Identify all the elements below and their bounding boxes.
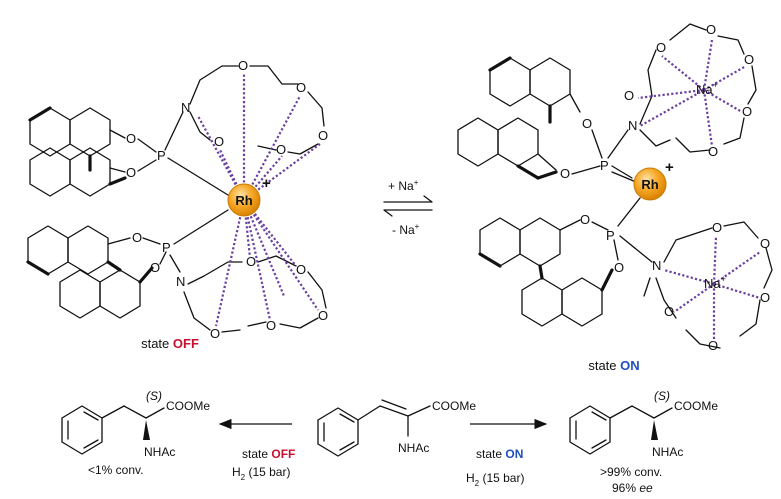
atom-o-1: O	[126, 131, 136, 146]
atom-o-5: O	[318, 128, 328, 143]
ester-right: COOMe	[674, 399, 718, 413]
atom-o-21: O	[708, 144, 718, 159]
enantiomeric-excess: 96% ee	[612, 481, 653, 495]
atom-o-8: O	[132, 230, 142, 245]
label-state-off: state OFF	[141, 336, 199, 351]
atom-o-13: O	[266, 318, 276, 333]
atom-o-28: O	[708, 338, 718, 353]
atom-o-3: O	[238, 58, 248, 73]
arrow-right-state: state ON	[476, 447, 523, 461]
product-right: (S) COOMe NHAc >99% conv. 96% ee	[569, 389, 718, 495]
atom-o-23: O	[580, 212, 590, 227]
atom-rh-on: Rh	[641, 177, 658, 192]
atom-n-3: N	[628, 118, 637, 133]
crown-ether-lower-on: O O O O O	[643, 220, 773, 353]
label-state-on: state ON	[588, 358, 639, 373]
atom-o-9: O	[150, 260, 160, 275]
atom-o-18: O	[706, 22, 716, 37]
complex-off: O O P N O O O O O	[26, 58, 328, 341]
conversion-right: >99% conv.	[600, 465, 662, 479]
atom-o-29: O	[664, 304, 674, 319]
atom-o-17: O	[656, 40, 666, 55]
na-coordination-lower	[663, 235, 761, 342]
binaphthyl-upper	[28, 106, 127, 197]
atom-o-16: O	[560, 166, 570, 181]
atom-o-4: O	[296, 80, 306, 95]
stereo-left: (S)	[146, 389, 162, 403]
sodium-lower: Na+	[704, 274, 726, 291]
crown-ether-lower: O O O O O	[183, 254, 328, 341]
atom-o-19: O	[744, 52, 754, 67]
atom-o-11: O	[296, 262, 306, 277]
atom-n-2: N	[176, 274, 185, 289]
atom-o-12: O	[318, 308, 328, 323]
crown-ether-upper: O O O O O	[189, 58, 328, 157]
state-on-word: ON	[620, 358, 640, 373]
arrow-forward	[383, 195, 433, 203]
conversion-left: <1% conv.	[88, 463, 143, 477]
atom-p-2: P	[162, 240, 171, 255]
atom-o-24: O	[614, 260, 624, 275]
ester-substrate: COOMe	[432, 399, 476, 413]
atom-n-1: N	[181, 100, 190, 115]
atom-p-3: P	[600, 158, 609, 173]
rhodium-center-off	[227, 183, 261, 217]
atom-o-7: O	[214, 134, 224, 149]
atom-o-10: O	[246, 254, 256, 269]
arrow-left-state: state OFF	[242, 447, 295, 461]
amide-right: NHAc	[652, 445, 683, 459]
amide-left: NHAc	[144, 445, 175, 459]
atom-o-6: O	[276, 142, 286, 157]
binaphthyl-lower-on	[478, 217, 614, 327]
product-left: (S) COOMe NHAc <1% conv.	[61, 389, 210, 477]
binaphthyl-upper-on	[457, 56, 581, 180]
atom-n-4: N	[652, 258, 661, 273]
charge-plus-off: +	[262, 175, 271, 192]
atom-o-20: O	[742, 104, 752, 119]
complex-on: O O P N O O O O O O	[457, 22, 773, 353]
atom-o-14: O	[210, 326, 220, 341]
equilibrium-reverse-label: - Na+	[392, 222, 420, 237]
arrow-right-conditions: H2 (15 bar)	[466, 471, 524, 488]
atom-o-26: O	[760, 236, 770, 251]
atom-o-15: O	[582, 116, 592, 131]
atom-o-2: O	[126, 165, 136, 180]
atom-o-22: O	[624, 88, 634, 103]
charge-plus-on: +	[665, 159, 674, 176]
atom-o-27: O	[760, 290, 770, 305]
equilibrium-forward-label: + Na+	[388, 178, 419, 193]
atom-rh-off: Rh	[235, 193, 252, 208]
atom-o-25: O	[712, 220, 722, 235]
equilibrium-arrows: + Na+ - Na+	[383, 178, 433, 237]
binaphthyl-lower	[26, 225, 154, 319]
atom-p-1: P	[157, 148, 166, 163]
state-off-word: OFF	[173, 336, 199, 351]
rhodium-center-on	[633, 167, 667, 201]
crown-ether-upper-on: O O O O O O	[624, 22, 757, 159]
substrate: COOMe NHAc	[317, 399, 476, 457]
amide-substrate: NHAc	[398, 441, 429, 455]
atom-p-4: P	[606, 228, 615, 243]
ester-left: COOMe	[166, 399, 210, 413]
stereo-right: (S)	[654, 389, 670, 403]
sodium-upper: Na+	[696, 80, 718, 97]
na-coordination-upper	[637, 39, 747, 147]
arrow-reverse	[383, 209, 433, 217]
arrow-left-conditions: H2 (15 bar)	[232, 465, 290, 482]
